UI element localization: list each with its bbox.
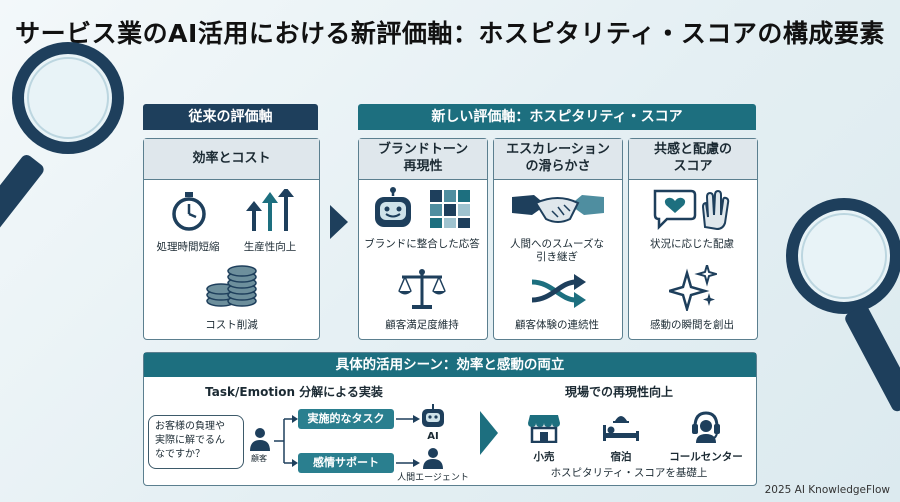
customer-question-bubble: お客様の負理や 実際に解でるん なですか？ — [148, 415, 244, 469]
venue-call-center: コールセンター — [669, 451, 743, 463]
chevron-right-large-icon — [480, 411, 498, 455]
item-handover-line2: 引き継ぎ — [536, 251, 578, 263]
brand-tone-title-line2: 再現性 — [403, 159, 443, 174]
item-processing-time: 処理時間短縮 — [156, 241, 220, 253]
emotion-pill: 感情サポート — [298, 453, 394, 473]
human-agent-icon — [423, 448, 443, 469]
heart-speech-hands-icon — [653, 189, 730, 231]
hotel-bed-icon — [603, 416, 639, 441]
ai-robot-icon — [422, 404, 444, 427]
efficiency-cost-card: 効率とコスト 処理時間短縮 生産性向上 コスト削減 — [143, 138, 320, 340]
handshake-icon — [512, 195, 604, 223]
magnifier-right-icon — [786, 198, 900, 412]
escalation-card: エスカレーション の滑らかさ 人間へのスムーズな 引き継ぎ 顧客体験の連続性 — [493, 138, 623, 340]
item-situational-care: 状況に応じた配慮 — [650, 238, 734, 250]
empathy-title: 共感と配慮の スコア — [629, 139, 757, 180]
branch-connector — [274, 415, 298, 467]
human-agent-label: 人間エージェント — [397, 473, 469, 483]
question-line2: 実際に解でるん — [155, 435, 225, 446]
brand-tone-title-line1: ブランドトーン — [377, 142, 469, 157]
empathy-card: 共感と配慮の スコア 状況に応じた配慮 感動の瞬間を創出 — [628, 138, 758, 340]
use-case-header: 具体的活用シーン：効率と感動の両立 — [144, 353, 756, 377]
balance-scale-icon — [398, 269, 446, 309]
escalation-title-line2: の滑らかさ — [525, 159, 591, 174]
chevron-right-icon — [330, 205, 348, 239]
use-case-panel: 具体的活用シーン：効率と感動の両立 Task/Emotion 分解による実装 お… — [143, 352, 757, 486]
item-productivity: 生産性向上 — [243, 241, 297, 253]
sparkles-icon — [669, 265, 717, 311]
escalation-title: エスカレーション の滑らかさ — [494, 139, 622, 180]
brand-tone-title: ブランドトーン 再現性 — [359, 139, 487, 180]
brand-tone-card: ブランドトーン 再現性 ブランドに整合した応答 顧客満足度維持 — [358, 138, 488, 340]
ai-label: AI — [427, 431, 439, 442]
venue-retail: 小売 — [533, 451, 555, 463]
venue-hotel: 宿泊 — [610, 451, 632, 463]
growth-arrows-icon — [246, 189, 294, 231]
store-icon — [528, 415, 560, 443]
page-title: サービス業のAI活用における新評価軸：ホスピタリティ・スコアの構成要素 — [15, 19, 885, 48]
question-line3: なですか？ — [155, 449, 205, 460]
item-continuity: 顧客体験の連続性 — [515, 319, 599, 331]
grid-tiles-icon — [430, 190, 470, 228]
task-emotion-title: Task/Emotion 分解による実装 — [205, 385, 383, 399]
escalation-title-line1: エスカレーション — [506, 142, 610, 157]
arrow-to-ai-icon — [396, 415, 420, 423]
item-satisfaction: 顧客満足度維持 — [385, 319, 459, 331]
empathy-title-line2: スコア — [673, 159, 713, 174]
new-axis-header: 新しい評価軸：ホスピタリティ・スコア — [358, 104, 756, 130]
headset-icon — [692, 411, 720, 443]
crossing-arrows-icon — [531, 274, 586, 308]
stopwatch-icon — [172, 192, 206, 231]
question-line1: お客様の負理や — [155, 421, 225, 432]
magnifier-left-icon — [0, 42, 124, 245]
customer-label: 顧客 — [251, 454, 267, 463]
customer-icon — [250, 428, 270, 451]
copyright-footer: 2025 AI KnowledgeFlow — [764, 484, 890, 496]
efficiency-cost-title: 効率とコスト — [144, 139, 319, 180]
item-moment-creation: 感動の瞬間を創出 — [650, 319, 734, 331]
coins-icon — [206, 265, 257, 307]
empathy-title-line1: 共感と配慮の — [653, 142, 732, 157]
field-reproducibility-title: 現場での再現性向上 — [564, 385, 673, 399]
base-caption: ホスピタリティ・スコアを基礎上 — [550, 467, 708, 479]
item-handover-line1: 人間へのスムーズな — [510, 238, 604, 250]
traditional-axis-header: 従来の評価軸 — [143, 104, 318, 130]
arrow-to-human-icon — [396, 459, 420, 467]
robot-icon — [375, 187, 411, 227]
item-cost-reduction: コスト削減 — [205, 319, 258, 331]
task-pill: 実施的なタスク — [298, 409, 394, 429]
item-brand-response: ブランドに整合した応答 — [364, 238, 480, 250]
